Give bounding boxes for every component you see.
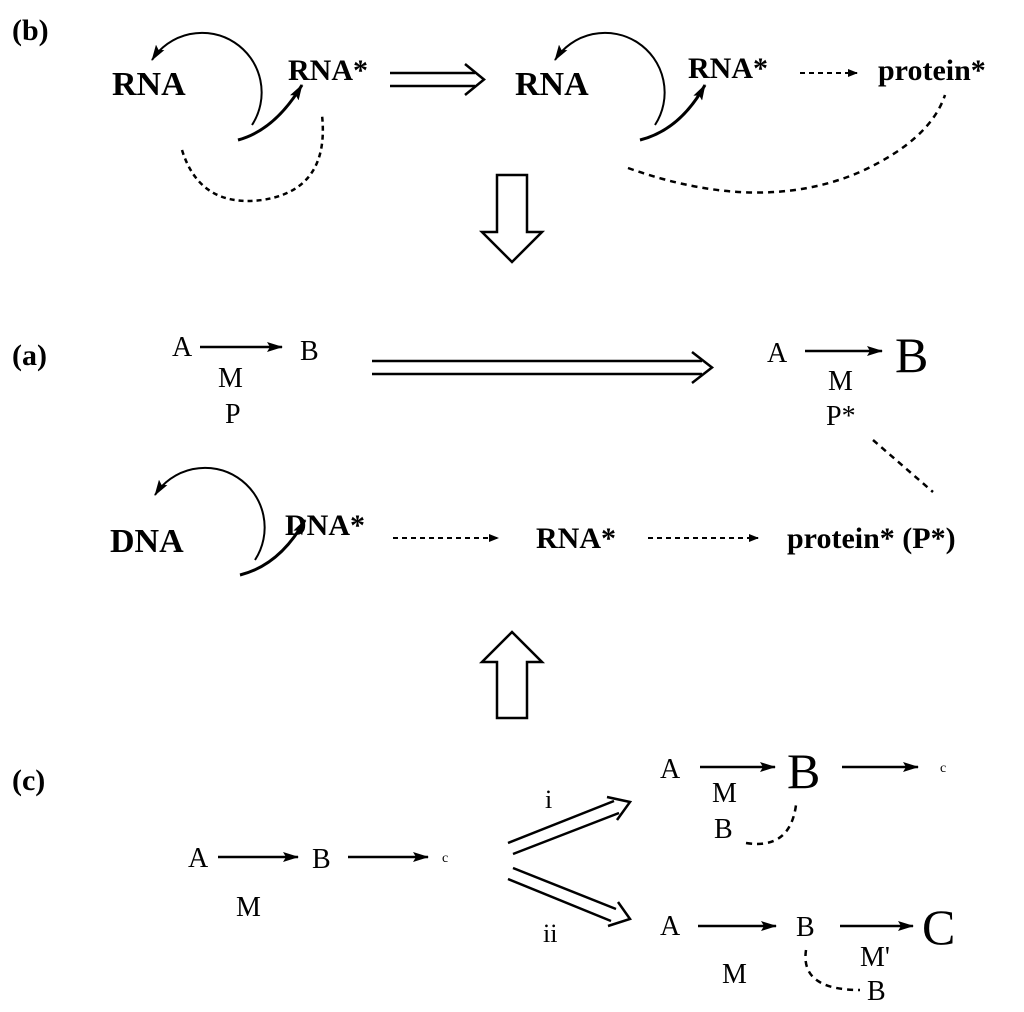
branch-i-b-large: B — [787, 743, 820, 799]
rna-cycle-right: RNA RNA* protein* — [515, 31, 986, 194]
reactant-a-right: A — [767, 338, 788, 369]
dna-star-label: DNA* — [285, 509, 365, 542]
branch-arrow-ii — [507, 866, 633, 928]
rna-star-label-a: RNA* — [536, 522, 616, 555]
pathway-branch-i: A B c M B — [660, 743, 946, 846]
pathway-c: c — [442, 851, 448, 866]
pathway-branch-ii: A B C M M' B — [660, 899, 955, 1007]
panel-a: (a) A B M P A B M P* DNA — [12, 327, 956, 720]
cycle-arrow-left-bottom — [237, 84, 304, 142]
cycle-arrow-dna-bottom — [239, 519, 307, 577]
pathway-left: A B c M — [188, 843, 448, 923]
dashed-feedback-left — [180, 114, 325, 203]
branch-ii-b-effector: B — [867, 976, 886, 1007]
reaction-left: A B M P — [172, 332, 319, 430]
branch-ii-a: A — [660, 911, 681, 942]
product-b-right-large: B — [895, 327, 928, 383]
panel-b: (b) RNA RNA* RNA RNA* protein* — [12, 14, 986, 264]
enzyme-m-left: M — [218, 363, 243, 394]
pathway-m: M — [236, 892, 261, 923]
panel-b-label: (b) — [12, 14, 49, 47]
panel-c-label: (c) — [12, 764, 45, 797]
cycle-arrow-left-top — [151, 31, 263, 126]
cycle-arrow-right-bottom — [639, 84, 707, 142]
branch-i-m: M — [712, 778, 737, 809]
rna-cycle-left: RNA RNA* — [112, 31, 368, 203]
protein-p-left: P — [225, 399, 241, 430]
reaction-right: A B M P* — [767, 327, 934, 493]
branch-ii-dashed-feedback — [804, 949, 861, 992]
double-arrow-a — [372, 351, 715, 384]
branch-i-dashed-feedback — [745, 804, 798, 846]
branch-ii-m: M — [722, 959, 747, 990]
protein-star-label-b: protein* — [878, 54, 986, 87]
dashed-feedback-right — [627, 94, 947, 194]
branch-i-c: c — [940, 761, 946, 776]
product-b-left: B — [300, 336, 319, 367]
dashed-link-protein — [872, 439, 934, 493]
branch-label-i: i — [545, 785, 552, 814]
dna-cycle: DNA DNA* — [110, 466, 365, 577]
double-arrow-b-top — [390, 63, 486, 96]
hollow-up-arrow — [478, 630, 546, 720]
branch-ii-m-prime: M' — [860, 942, 890, 973]
branch-arrow-i — [507, 795, 633, 856]
panel-a-label: (a) — [12, 339, 47, 372]
rna-star-label-left: RNA* — [288, 54, 368, 87]
pathway-a: A — [188, 843, 209, 874]
enzyme-m-right: M — [828, 366, 853, 397]
branch-ii-b: B — [796, 912, 815, 943]
branch-ii-c-large: C — [922, 899, 955, 955]
branch-i-b-effector: B — [714, 814, 733, 845]
protein-star-p-label: protein* (P*) — [787, 522, 956, 555]
dna-label: DNA — [110, 523, 184, 560]
panel-c: (c) A B c M i ii A B c — [12, 743, 955, 1007]
branch-i-a: A — [660, 754, 681, 785]
rna-star-label-right: RNA* — [688, 52, 768, 85]
cycle-arrow-dna-top — [154, 466, 266, 561]
pathway-b: B — [312, 844, 331, 875]
reactant-a-left: A — [172, 332, 193, 363]
cycle-arrow-right-top — [554, 31, 666, 126]
rna-label-left: RNA — [112, 66, 186, 103]
rna-label-right: RNA — [515, 66, 589, 103]
branch-label-ii: ii — [543, 919, 557, 948]
protein-p-star-right: P* — [826, 401, 856, 432]
hollow-down-arrow — [478, 173, 546, 264]
